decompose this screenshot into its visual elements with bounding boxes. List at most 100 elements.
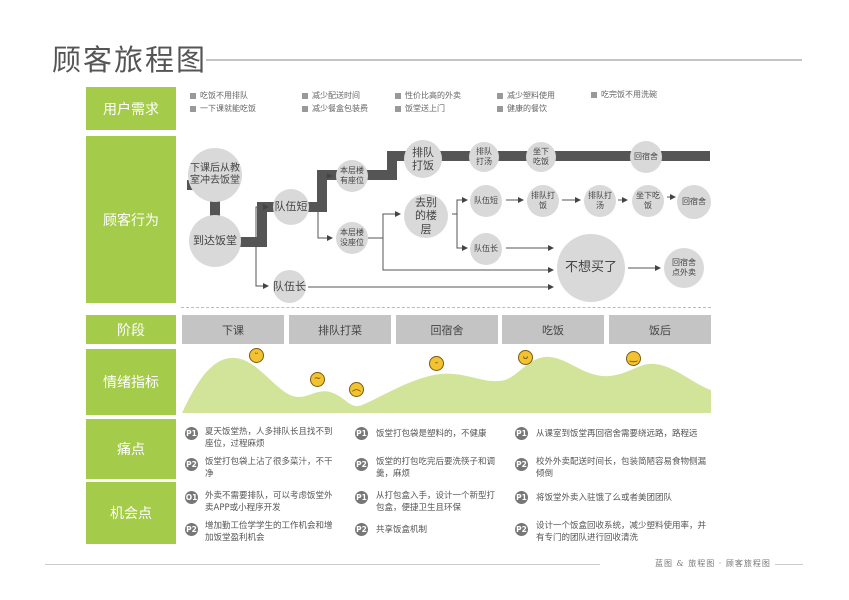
- footer-caption: 蓝图 & 旅程图 · 顾客旅程图: [655, 559, 771, 568]
- bullet-square-icon: [190, 92, 196, 99]
- node-start: 下课后从教室冲去饭堂: [188, 148, 242, 202]
- row-label-behavior: 顾客行为: [86, 136, 176, 303]
- node-long-queue: 队伍长: [273, 270, 306, 303]
- emotion-area: [182, 356, 711, 413]
- node-takeout: 回宿舍点外卖: [664, 248, 704, 288]
- badge-p2: P2: [515, 523, 528, 536]
- stage-item: 排队打菜: [289, 315, 391, 344]
- arrow-to-of-short: [452, 197, 468, 215]
- badge-p1: P1: [515, 491, 528, 504]
- opportunity-text: 从打包盒入手，设计一个新型打包盒，便捷卫生且环保: [376, 491, 496, 513]
- bullet-square-icon: [395, 92, 401, 99]
- node-queue-rice: 排队打饭: [404, 140, 442, 178]
- node-seat-no: 本层楼没座位: [336, 222, 368, 254]
- need-item: 吃饭不用排队: [190, 89, 248, 102]
- opportunity-text: 将饭堂外卖入驻饿了么或者美团团队: [536, 493, 673, 503]
- sad-face-icon: ︵: [349, 382, 364, 397]
- node-arrive: 到达饭堂: [189, 215, 241, 267]
- arrow-to-long-queue: [255, 238, 269, 289]
- need-item: 健康的餐饮: [497, 102, 547, 115]
- need-item: 一下课就能吃饭: [190, 102, 256, 115]
- bullet-square-icon: [302, 92, 308, 99]
- stage-item: 吃饭: [502, 315, 604, 344]
- need-text: 吃完饭不用洗碗: [601, 90, 657, 99]
- badge-p1: P1: [515, 427, 528, 440]
- arrow-to-give-up: [382, 238, 554, 273]
- bullet-square-icon: [190, 105, 196, 112]
- stage-item: 下课: [182, 315, 284, 344]
- badge-p1: P1: [355, 427, 368, 440]
- badge-o1: O1: [185, 491, 198, 504]
- neutral-face-icon: -: [429, 356, 444, 371]
- node-queue-soup: 排队打汤: [469, 142, 499, 172]
- arrow-to-of-long: [456, 214, 468, 251]
- opportunity-text: 设计一个饭盒回收系统，减少塑料使用率，并有专门的团队进行回收清洗: [536, 521, 707, 543]
- need-item: 减少配送时间: [302, 89, 360, 102]
- need-text: 吃饭不用排队: [200, 91, 248, 100]
- pain-text: 饭堂打包袋是塑料的，不健康: [376, 429, 487, 439]
- opportunity-text: 增加勤工俭学学生的工作机会和增加饭堂盈利机会: [205, 521, 333, 543]
- need-text: 减少餐盒包装费: [312, 104, 368, 113]
- badge-p2: P2: [355, 523, 368, 536]
- node-of-short: 队伍短: [470, 185, 502, 217]
- pain-text: 饭堂的打包吃完后要洗筷子和调羹，麻烦: [376, 457, 496, 479]
- smile-face-icon: ‿: [626, 351, 641, 366]
- badge-p1: P1: [355, 491, 368, 504]
- need-item: 饭堂送上门: [395, 102, 445, 115]
- stage-item: 回宿舍: [396, 315, 498, 344]
- need-text: 一下课就能吃饭: [200, 104, 256, 113]
- need-text: 饭堂送上门: [405, 104, 445, 113]
- row-label-needs: 用户需求: [86, 87, 176, 130]
- bullet-square-icon: [497, 105, 503, 112]
- node-of-eat: 坐下吃饭: [632, 185, 664, 217]
- bullet-square-icon: [591, 91, 597, 98]
- node-other-floor: 去别的楼层: [404, 194, 448, 238]
- need-text: 减少配送时间: [312, 91, 360, 100]
- need-item: 性价比高的外卖: [395, 89, 461, 102]
- arrow-to-seat-yes: [317, 173, 333, 205]
- need-item: 吃完饭不用洗碗: [591, 88, 657, 101]
- node-of-rice: 排队打饭: [527, 185, 559, 217]
- arrow-to-other-floor: [368, 211, 401, 239]
- bullet-square-icon: [395, 105, 401, 112]
- arrow-to-seat-no: [317, 205, 333, 241]
- footer-divider: [45, 564, 600, 565]
- need-text: 性价比高的外卖: [405, 91, 461, 100]
- title-divider: [206, 59, 802, 61]
- badge-p2: P2: [355, 458, 368, 471]
- node-of-dorm: 回宿舍: [677, 185, 711, 219]
- pain-text: 校外外卖配送时间长，包装简陋容易食物侧漏倾倒: [536, 457, 707, 479]
- opportunity-text: 外卖不需要排队，可以考虑饭堂外卖APP或小程序开发: [205, 491, 333, 513]
- need-item: 减少塑料使用: [497, 89, 555, 102]
- node-seat-yes: 本层楼有座位: [336, 160, 368, 192]
- badge-p2: P2: [185, 523, 198, 536]
- badge-p1: P1: [185, 427, 198, 440]
- grinning-face-icon: ᴗ: [518, 350, 533, 365]
- need-text: 健康的餐饮: [507, 104, 547, 113]
- badge-p2: P2: [515, 458, 528, 471]
- arrow-to-short-queue: [237, 204, 269, 239]
- badge-p2: P2: [185, 458, 198, 471]
- node-sit-eat: 坐下吃饭: [526, 142, 556, 172]
- row-label-stage: 阶段: [86, 315, 176, 344]
- section-divider: [181, 307, 711, 308]
- node-back-dorm: 回宿舍: [630, 141, 662, 173]
- laughing-face-icon: ᵕ: [249, 348, 264, 363]
- row-label-pain: 痛点: [86, 419, 176, 479]
- opportunity-text: 共享饭盒机制: [376, 525, 428, 535]
- stage-item: 饭后: [609, 315, 711, 344]
- footer-divider: [775, 564, 803, 565]
- node-short-queue: 队伍短: [273, 189, 309, 225]
- row-label-emotion: 情绪指标: [86, 349, 176, 415]
- need-text: 减少塑料使用: [507, 91, 555, 100]
- worried-face-icon: ~: [310, 372, 325, 387]
- need-item: 减少餐盒包装费: [302, 102, 368, 115]
- page-title: 顾客旅程图: [52, 43, 208, 77]
- node-give-up: 不想买了: [557, 234, 625, 302]
- pain-text: 饭堂打包袋上沾了很多菜汁，不干净: [205, 457, 333, 479]
- bullet-square-icon: [497, 92, 503, 99]
- node-of-soup: 排队打汤: [584, 185, 616, 217]
- pain-text: 从课室到饭堂再回宿舍需要绕远路，路程远: [536, 429, 698, 439]
- row-label-opportunity: 机会点: [86, 482, 176, 544]
